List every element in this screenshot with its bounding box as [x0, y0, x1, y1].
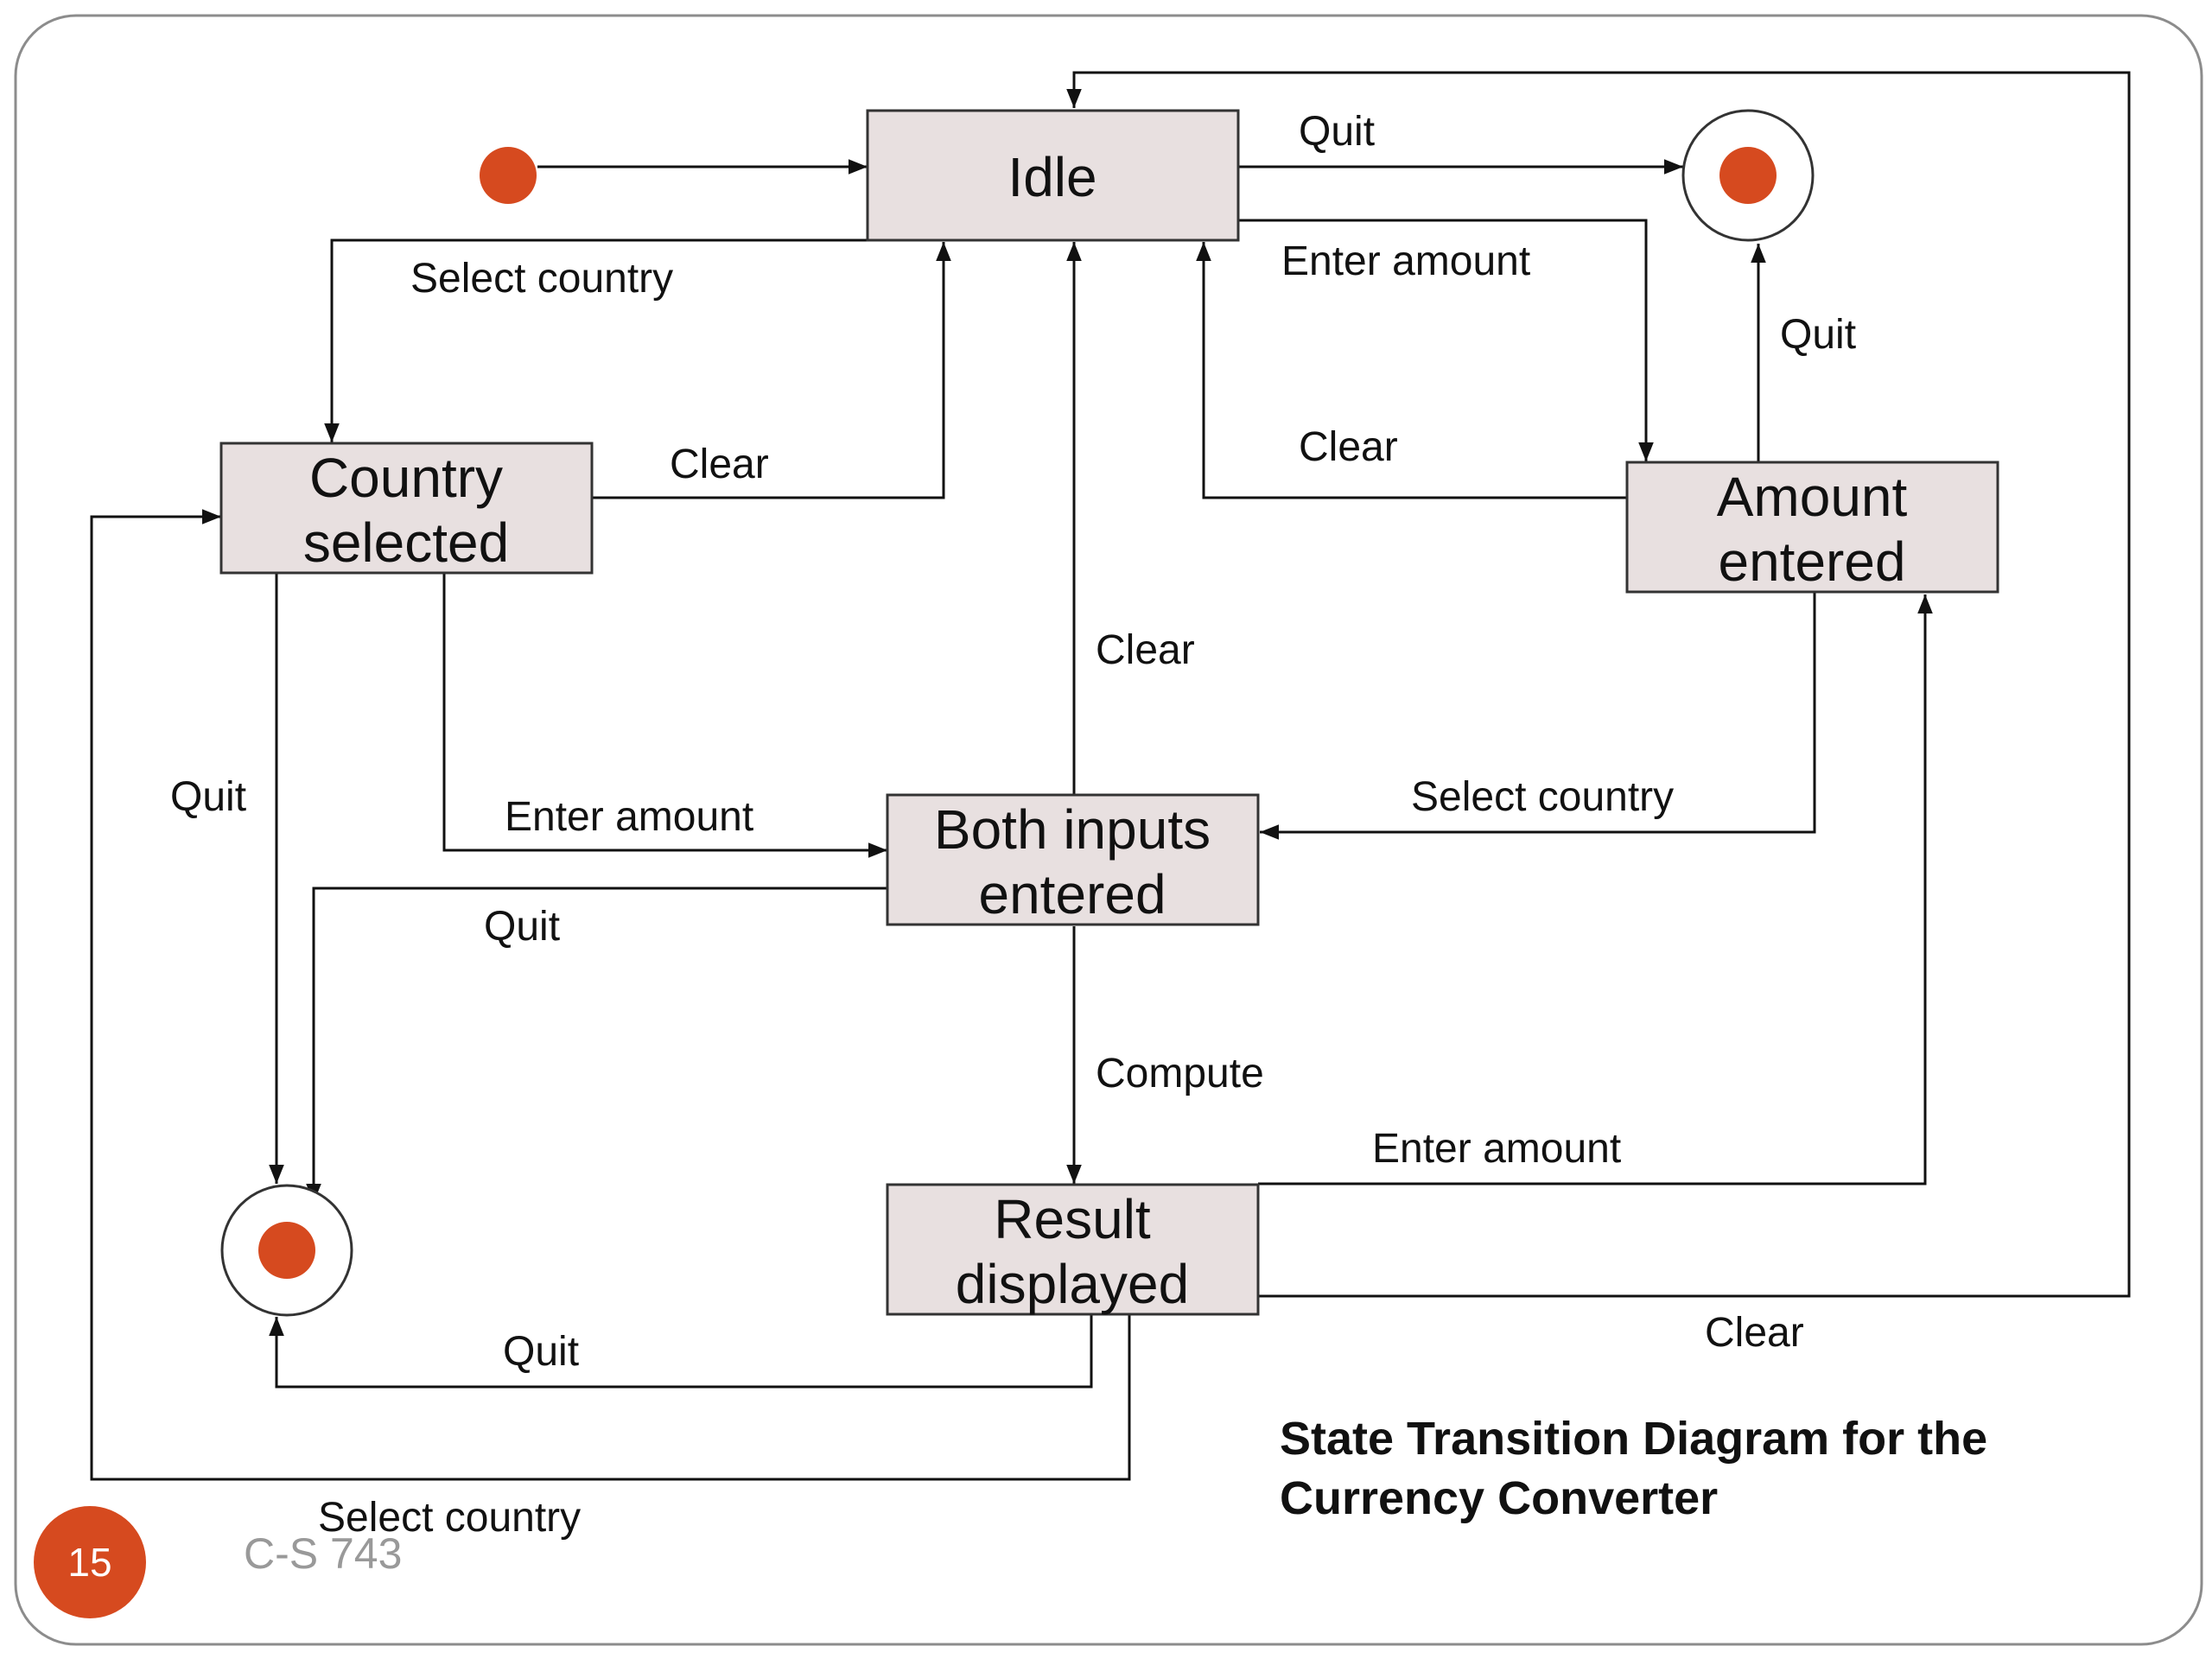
edge-result-quit — [269, 1315, 1093, 1389]
state-country-selected-box — [219, 442, 594, 575]
state-amount-entered-box — [1625, 461, 1999, 594]
label-amount-select-country: Select country — [1411, 774, 1674, 820]
page-number-badge — [34, 1506, 146, 1618]
edge-amount-select-country — [1260, 592, 1816, 840]
edge-idle-enter-amount — [1238, 219, 1654, 461]
state-amount-entered-label-line1: Amount — [1717, 466, 1908, 528]
edge-result-clear — [1066, 71, 2131, 1298]
label-result-select-country: Select country — [318, 1495, 581, 1541]
diagram-title-line1: State Transition Diagram for the — [1280, 1413, 1987, 1465]
label-both-clear: Clear — [1096, 627, 1195, 673]
label-idle-enter-amount: Enter amount — [1281, 238, 1530, 284]
final-state-node-bottom — [258, 1222, 315, 1279]
label-result-quit: Quit — [503, 1329, 579, 1375]
diagram-title-line2: Currency Converter — [1280, 1472, 1718, 1524]
state-country-selected-label-line2: selected — [303, 512, 509, 574]
edge-idle-select-country — [324, 238, 868, 442]
edge-result-enter-amount — [1258, 594, 1933, 1185]
state-result-displayed-label-line1: Result — [994, 1188, 1151, 1250]
state-both-inputs-entered: Both inputs entered — [886, 793, 1260, 926]
state-country-selected-label-line1: Country — [309, 447, 503, 509]
label-idle-quit: Quit — [1299, 109, 1375, 155]
label-country-enter-amount: Enter amount — [505, 794, 753, 840]
label-amount-quit: Quit — [1780, 312, 1856, 358]
edge-amount-clear — [1196, 242, 1627, 499]
final-state-node-top — [1719, 147, 1777, 204]
page-number: 15 — [67, 1540, 111, 1585]
state-both-inputs-entered-box — [886, 793, 1260, 926]
edge-country-enter-amount — [442, 573, 887, 858]
state-amount-entered-label-line2: entered — [1718, 531, 1905, 593]
label-amount-clear: Clear — [1299, 424, 1398, 470]
edge-both-quit — [306, 887, 887, 1203]
state-both-inputs-entered-label-line1: Both inputs — [934, 798, 1211, 861]
initial-state-node — [480, 147, 537, 204]
state-country-selected: Country selected — [219, 442, 594, 575]
edge-country-clear — [592, 242, 951, 499]
state-both-inputs-entered-label-line2: entered — [978, 863, 1166, 925]
state-result-displayed: Result displayed — [886, 1183, 1260, 1316]
label-country-clear: Clear — [670, 442, 769, 487]
state-amount-entered: Amount entered — [1625, 461, 1999, 594]
label-both-quit: Quit — [484, 904, 560, 950]
label-result-clear: Clear — [1705, 1310, 1804, 1356]
state-result-displayed-box — [886, 1183, 1260, 1316]
state-idle: Idle — [866, 109, 1240, 242]
footer-course-code: C-S 743 — [244, 1529, 402, 1578]
state-idle-label: Idle — [1007, 146, 1096, 208]
label-idle-select-country: Select country — [410, 256, 673, 302]
label-both-compute: Compute — [1096, 1051, 1264, 1096]
state-idle-box — [866, 109, 1240, 242]
edge-result-select-country — [90, 509, 1131, 1481]
state-result-displayed-label-line2: displayed — [956, 1253, 1189, 1315]
label-result-enter-amount: Enter amount — [1372, 1126, 1621, 1172]
label-country-quit: Quit — [170, 774, 246, 820]
